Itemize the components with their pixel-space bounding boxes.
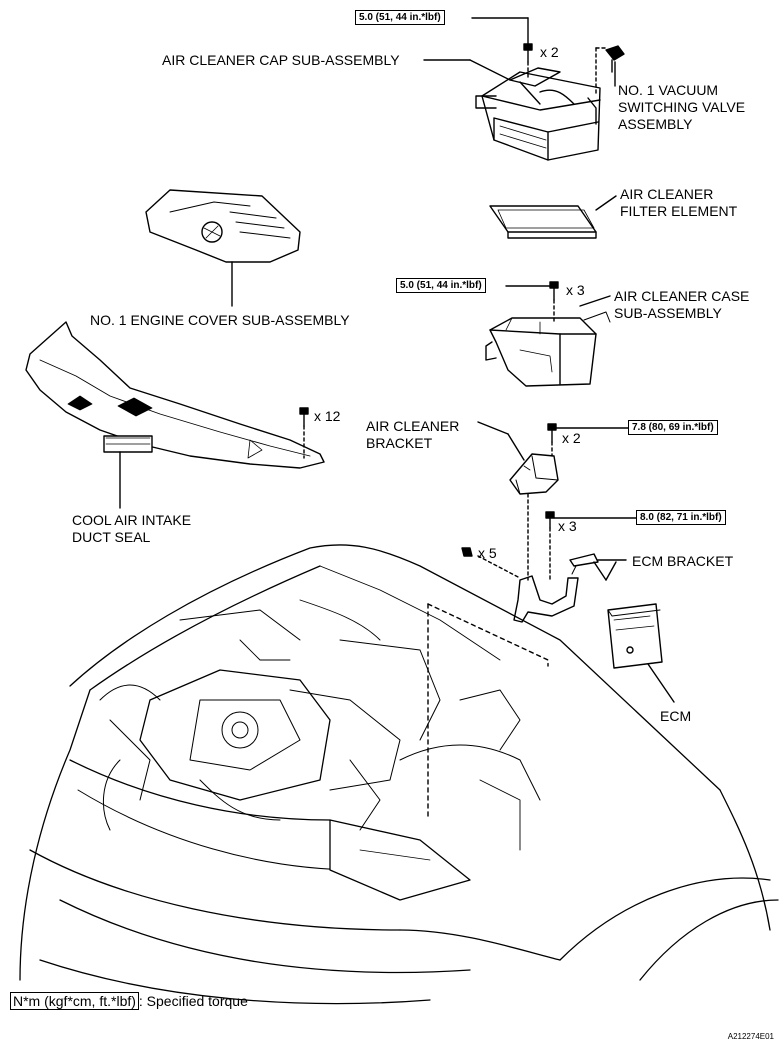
torque-box-cap: 5.0 (51, 44 in.*lbf) bbox=[355, 10, 445, 25]
label-case-line1: AIR CLEANER CASE bbox=[614, 288, 750, 304]
label-filter-element: AIR CLEANER FILTER ELEMENT bbox=[620, 186, 737, 220]
bracket-upper-bolt-drawing bbox=[547, 423, 629, 457]
label-air-cleaner-cap: AIR CLEANER CAP SUB-ASSEMBLY bbox=[162, 52, 400, 68]
qty-seal-clips: x 12 bbox=[314, 408, 341, 424]
cap-bolt-drawing bbox=[471, 17, 533, 81]
label-vacuum-valve: NO. 1 VACUUM SWITCHING VALVE ASSEMBLY bbox=[618, 82, 745, 133]
torque-box-case: 5.0 (51, 44 in.*lbf) bbox=[396, 278, 486, 293]
label-bracket-line2: BRACKET bbox=[366, 435, 433, 451]
filter-element-drawing bbox=[489, 195, 617, 239]
torque-legend: N*m (kgf*cm, ft.*lbf): Specified torque bbox=[10, 992, 248, 1010]
torque-box-bracket-upper: 7.8 (80, 69 in.*lbf) bbox=[628, 420, 718, 435]
label-ecm: ECM bbox=[660, 708, 692, 724]
air-cleaner-case-drawing bbox=[485, 311, 611, 387]
torque-box-bracket-lower: 8.0 (82, 71 in.*lbf) bbox=[636, 510, 726, 525]
qty-ecm-bracket-bolts: x 5 bbox=[478, 545, 497, 561]
label-ecm-bracket: ECM BRACKET bbox=[632, 553, 734, 569]
label-engine-cover: NO. 1 ENGINE COVER SUB-ASSEMBLY bbox=[90, 312, 350, 328]
seal-clip-drawing bbox=[299, 407, 309, 459]
label-bracket: AIR CLEANER BRACKET bbox=[366, 418, 459, 452]
label-vacuum-valve-line3: ASSEMBLY bbox=[618, 116, 693, 132]
label-duct-seal-line2: DUCT SEAL bbox=[72, 529, 151, 545]
qty-bracket-lower-bolts: x 3 bbox=[558, 518, 577, 534]
bracket-lower-bolt-drawing bbox=[545, 511, 637, 581]
qty-cap-bolts: x 2 bbox=[540, 44, 559, 60]
qty-bracket-upper-bolts: x 2 bbox=[562, 430, 581, 446]
label-vacuum-valve-line1: NO. 1 VACUUM bbox=[618, 82, 719, 98]
label-vacuum-valve-line2: SWITCHING VALVE bbox=[618, 99, 746, 115]
label-filter-element-line1: AIR CLEANER bbox=[620, 186, 714, 202]
legend-unit-box: N*m (kgf*cm, ft.*lbf) bbox=[10, 992, 139, 1010]
label-case-line2: SUB-ASSEMBLY bbox=[614, 305, 722, 321]
duct-seal-drawing bbox=[25, 321, 325, 509]
legend-text: : Specified torque bbox=[138, 993, 248, 1009]
label-filter-element-line2: FILTER ELEMENT bbox=[620, 203, 738, 219]
vacuum-valve-drawing bbox=[595, 45, 625, 97]
ecm-drawing bbox=[607, 603, 675, 703]
qty-case-bolts: x 3 bbox=[566, 282, 585, 298]
air-cleaner-cap-drawing bbox=[475, 67, 601, 161]
ecm-bracket-bolt-drawing bbox=[461, 547, 473, 557]
engine-cover-drawing bbox=[145, 189, 301, 307]
air-cleaner-bracket-drawing bbox=[477, 421, 559, 495]
case-bolt-drawing bbox=[505, 281, 559, 323]
label-case: AIR CLEANER CASE SUB-ASSEMBLY bbox=[614, 288, 749, 322]
label-duct-seal-line1: COOL AIR INTAKE bbox=[72, 512, 192, 528]
figure-id: A212274E01 bbox=[727, 1032, 774, 1041]
ecm-bracket-drawing bbox=[477, 493, 627, 623]
vehicle-front-drawing bbox=[19, 544, 779, 1005]
label-bracket-line1: AIR CLEANER bbox=[366, 418, 460, 434]
label-duct-seal: COOL AIR INTAKE DUCT SEAL bbox=[72, 512, 191, 546]
